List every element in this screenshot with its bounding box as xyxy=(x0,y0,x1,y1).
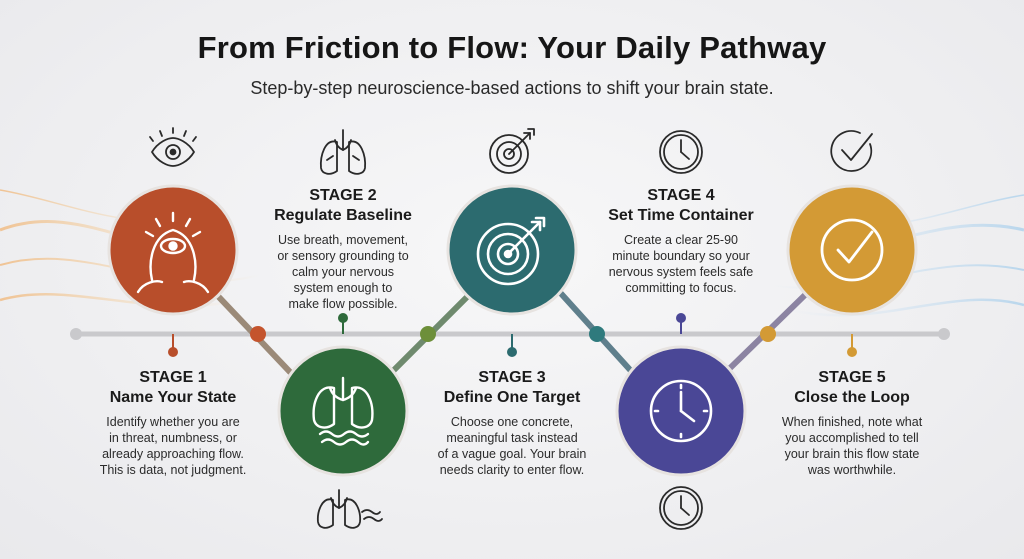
stage5-circle xyxy=(786,184,918,316)
clock-small-icon xyxy=(659,486,703,530)
checkmark-icon xyxy=(820,218,884,282)
stage2-text: STAGE 2 Regulate Baseline Use breath, mo… xyxy=(258,186,428,312)
stage2-circle xyxy=(277,345,409,477)
stage5-label: STAGE 5 xyxy=(818,369,886,386)
stage1-label: STAGE 1 xyxy=(139,369,207,386)
stage4-description: Create a clear 25-90 minute boundary so … xyxy=(608,233,754,295)
stage3-description: Choose one concrete, meaningful task ins… xyxy=(437,415,587,477)
stage4-stem-dot xyxy=(676,313,686,323)
stage3-label: STAGE 3 xyxy=(478,369,546,386)
clock-icon xyxy=(649,379,713,443)
timeline-node-1 xyxy=(250,326,266,342)
stage2-label: STAGE 2 xyxy=(309,187,377,204)
stage1-text: STAGE 1 Name Your State Identify whether… xyxy=(88,368,258,478)
stage5-stem-dot xyxy=(847,347,857,357)
timeline-start-dot xyxy=(70,328,82,340)
stage3-stem-dot xyxy=(507,347,517,357)
stage5-title: Close the Loop xyxy=(794,389,910,406)
eye-icon xyxy=(149,127,197,167)
check-circle-icon xyxy=(830,130,873,172)
timeline-node-3 xyxy=(589,326,605,342)
stage1-title: Name Your State xyxy=(109,389,237,406)
stage5-text: STAGE 5 Close the Loop When finished, no… xyxy=(762,368,942,478)
stage1-circle xyxy=(107,184,239,316)
stage3-circle xyxy=(446,184,578,316)
stage1-description: Identify whether you are in threat, numb… xyxy=(99,415,247,477)
page-title: From Friction to Flow: Your Daily Pathwa… xyxy=(197,30,827,65)
lungs-breath-icon xyxy=(317,489,383,529)
stage2-description: Use breath, movement, or sensory groundi… xyxy=(277,233,409,311)
clock-outline-icon xyxy=(659,130,703,174)
stage4-circle xyxy=(615,345,747,477)
timeline-end-dot xyxy=(938,328,950,340)
lungs-icon xyxy=(320,129,366,175)
stage2-title: Regulate Baseline xyxy=(274,207,412,224)
stage1-stem-dot xyxy=(168,347,178,357)
timeline-node-4 xyxy=(760,326,776,342)
stage2-stem-dot xyxy=(338,313,348,323)
target-arrow-icon xyxy=(476,216,546,286)
page-subtitle: Step-by-step neuroscience-based actions … xyxy=(250,78,774,98)
stage4-label: STAGE 4 xyxy=(647,187,715,204)
timeline-node-2 xyxy=(420,326,436,342)
stage3-title: Define One Target xyxy=(443,389,581,406)
head-with-eye-icon xyxy=(136,211,210,294)
stage4-text: STAGE 4 Set Time Container Create a clea… xyxy=(591,186,771,296)
target-icon xyxy=(489,128,535,174)
stage3-text: STAGE 3 Define One Target Choose one con… xyxy=(422,368,602,478)
lungs-waves-icon xyxy=(312,376,374,446)
stage4-title: Set Time Container xyxy=(608,207,754,224)
stage5-description: When finished, note what you accomplishe… xyxy=(781,415,923,477)
